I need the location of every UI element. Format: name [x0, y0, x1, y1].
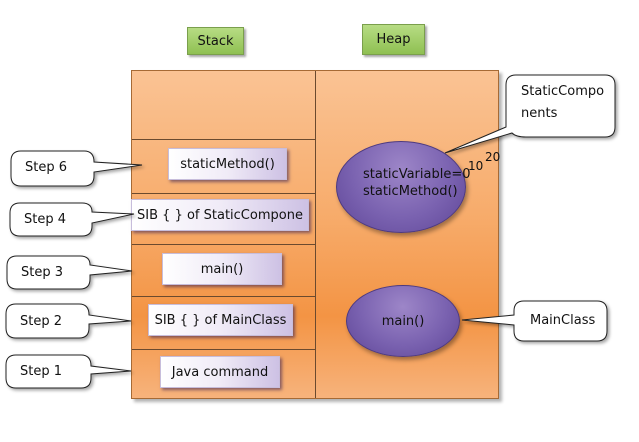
- static-components-label-line1: StaticCompo: [521, 84, 605, 99]
- stack-frame-sib-main-class: SIB { } of MainClass: [148, 304, 293, 336]
- stack-divider: [132, 244, 316, 245]
- static-method-line: staticMethod(): [363, 184, 458, 199]
- step-3-label: Step 3: [21, 265, 64, 280]
- main-class-label: MainClass: [530, 313, 596, 328]
- main-class-callout: [461, 300, 608, 342]
- stack-heap-divider: [315, 71, 316, 398]
- step-2-callout: [5, 303, 132, 339]
- stack-frame-main: main(): [162, 253, 282, 285]
- stack-divider: [132, 349, 316, 350]
- step-4-label: Step 4: [24, 212, 67, 227]
- static-variable-update-20: 20: [485, 150, 501, 164]
- stack-divider: [132, 193, 316, 194]
- step-3-callout: [6, 255, 133, 290]
- step-6-callout: [10, 150, 143, 187]
- main-class-object: main(): [346, 285, 460, 357]
- main-class-object-label: main(): [381, 313, 425, 329]
- static-components-callout: [444, 74, 616, 154]
- step-2-label: Step 2: [20, 314, 63, 329]
- heap-header: Heap: [362, 24, 425, 55]
- step-1-label: Step 1: [20, 364, 63, 379]
- static-variable-line: staticVariable=0: [363, 167, 471, 182]
- step-6-label: Step 6: [25, 160, 68, 175]
- static-variable-update-10: 10: [468, 159, 484, 173]
- static-components-label-line2: nents: [521, 106, 558, 121]
- step-1-callout: [5, 354, 132, 389]
- stack-header: Stack: [187, 27, 244, 55]
- stack-divider: [132, 296, 316, 297]
- static-components-object: staticVariable=0 staticMethod(): [336, 141, 471, 233]
- stack-frame-sib-static-components: SIB { } of StaticCompone: [131, 199, 309, 231]
- stack-frame-static-method: staticMethod(): [168, 148, 287, 180]
- stack-frame-java-command: Java command: [160, 356, 280, 388]
- stack-divider: [132, 139, 316, 140]
- step-4-callout: [9, 202, 135, 237]
